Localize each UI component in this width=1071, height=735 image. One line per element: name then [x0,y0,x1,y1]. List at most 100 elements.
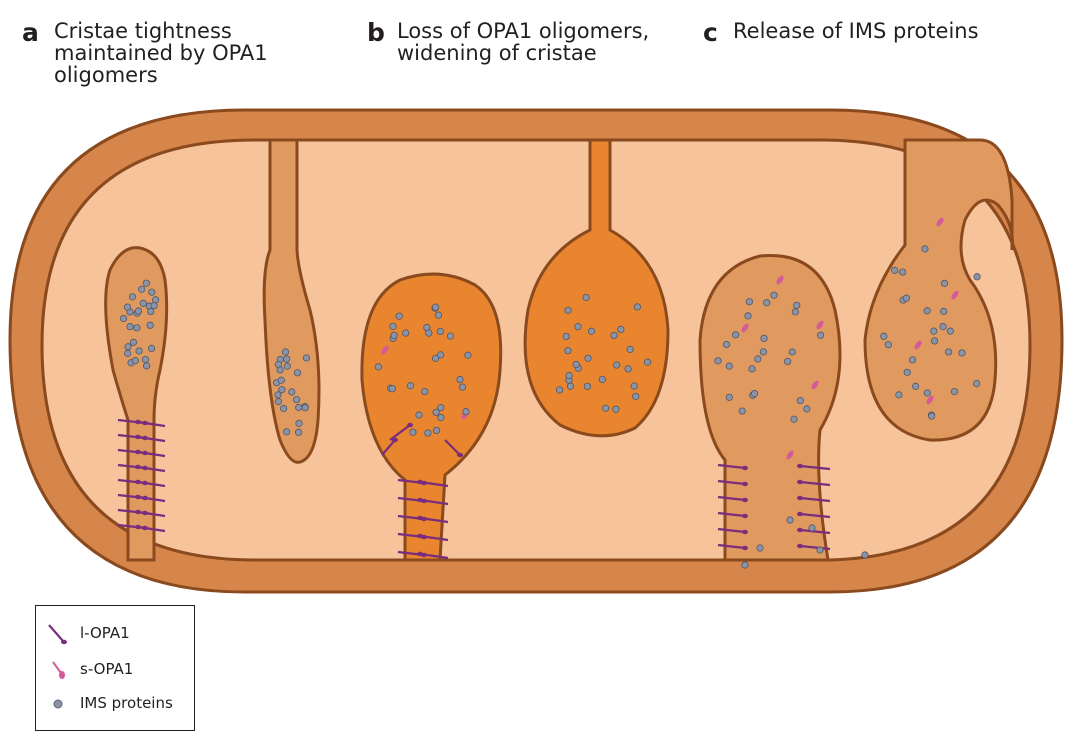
ims-protein-dot [791,416,797,422]
l-opa1-head [457,453,463,457]
l-opa1-head [797,544,803,548]
ims-protein-dot [959,350,965,356]
ims-protein-dot [402,330,408,336]
l-opa1-head [135,510,141,514]
ims-protein-dot [761,335,767,341]
l-opa1-head [417,480,423,484]
ims-protein-dot [465,352,471,358]
ims-protein-dot [784,358,790,364]
ims-protein-dot [751,390,757,396]
ims-protein-dot [282,349,288,355]
ims-protein-dot [726,394,732,400]
ims-protein-dot [903,295,909,301]
ims-protein-dot [739,408,745,414]
l-opa1-head [417,534,423,538]
ims-protein-dot [749,366,755,372]
ims-protein-dot [602,405,608,411]
ims-protein-dot [278,377,284,383]
ims-protein-dot [625,366,631,372]
ims-protein-dot [142,356,148,362]
ims-protein-dot [275,398,281,404]
ims-protein-dot [634,304,640,310]
ims-protein-dot [584,383,590,389]
ims-protein-dot [627,346,633,352]
ims-protein-dot [771,292,777,298]
ims-protein-dot [140,300,146,306]
ims-protein-dot [787,517,793,523]
ims-protein-dot [715,358,721,364]
ims-protein-dot [613,406,619,412]
ims-protein-dot [940,323,946,329]
ims-protein-dot [396,313,402,319]
ims-protein-dot [931,338,937,344]
ims-protein-dot [928,413,934,419]
ims-protein-dot [764,300,770,306]
ims-protein-dot [809,525,815,531]
ims-protein-dot [410,429,416,435]
ims-protein-dot [904,369,910,375]
l-opa1-head [135,450,141,454]
ims-protein-dot [294,370,300,376]
ims-protein-dot [563,333,569,339]
l-opa1-head [742,530,748,534]
legend-label-ims-proteins: IMS proteins [80,694,173,712]
l-opa1-head [407,423,413,427]
ims-protein-dot [632,393,638,399]
l-opa1-head [417,552,423,556]
ims-protein-dot [303,355,309,361]
ims-protein-dot [152,297,158,303]
ims-protein-dot [389,386,395,392]
ims-protein-dot [924,308,930,314]
ims-protein-dot [134,325,140,331]
ims-protein-dot [463,408,469,414]
ims-protein-dot [293,396,299,402]
ims-protein-dot [588,328,594,334]
ims-protein-dot [416,412,422,418]
ims-protein-dot [149,289,155,295]
ims-protein-dot [407,383,413,389]
l-opa1-head [135,495,141,499]
l-opa1-head [742,546,748,550]
ims-protein-dot [746,298,752,304]
ims-protein-dot [433,427,439,433]
ims-protein-dot [947,328,953,334]
ims-protein-dot [425,430,431,436]
ims-protein-dot [130,339,136,345]
ims-protein-dot [447,333,453,339]
ims-protein-dot [804,406,810,412]
ims-protein-dot [151,302,157,308]
ims-protein-dot [792,309,798,315]
ims-protein-dot [912,383,918,389]
l-opa1-head [135,465,141,469]
legend-label-l-opa1: l-OPA1 [80,624,130,642]
ims-protein-dot [120,315,126,321]
ims-protein-dot [143,280,149,286]
ims-protein-dot [611,332,617,338]
ims-protein-dot [433,409,439,415]
ims-protein-dot [565,307,571,313]
ims-protein-dot [797,397,803,403]
ims-protein-dot [296,404,302,410]
ims-protein-dot [757,545,763,551]
ims-protein-dot [125,344,131,350]
ims-protein-dot [745,313,751,319]
ims-protein-dot [931,328,937,334]
ims-protein-dot [457,376,463,382]
ims-protein-dot [755,356,761,362]
ims-protein-dot [945,349,951,355]
ims-protein-dot [922,246,928,252]
l-opa1-head [797,512,803,516]
ims-protein-dot [279,386,285,392]
ims-protein-dot [136,348,142,354]
ims-protein-dot [924,390,930,396]
ims-protein-dot [732,332,738,338]
ims-protein-dot [296,420,302,426]
l-opa1-head [417,516,423,520]
ims-protein-dot [277,367,283,373]
legend-item-s-opa1: s-OPA1 [36,656,194,684]
ims-protein-dot [391,332,397,338]
ims-protein-icon [46,692,70,716]
l-opa1-head [797,464,803,468]
legend-item-ims-proteins: IMS proteins [36,690,194,718]
ims-protein-dot [885,342,891,348]
